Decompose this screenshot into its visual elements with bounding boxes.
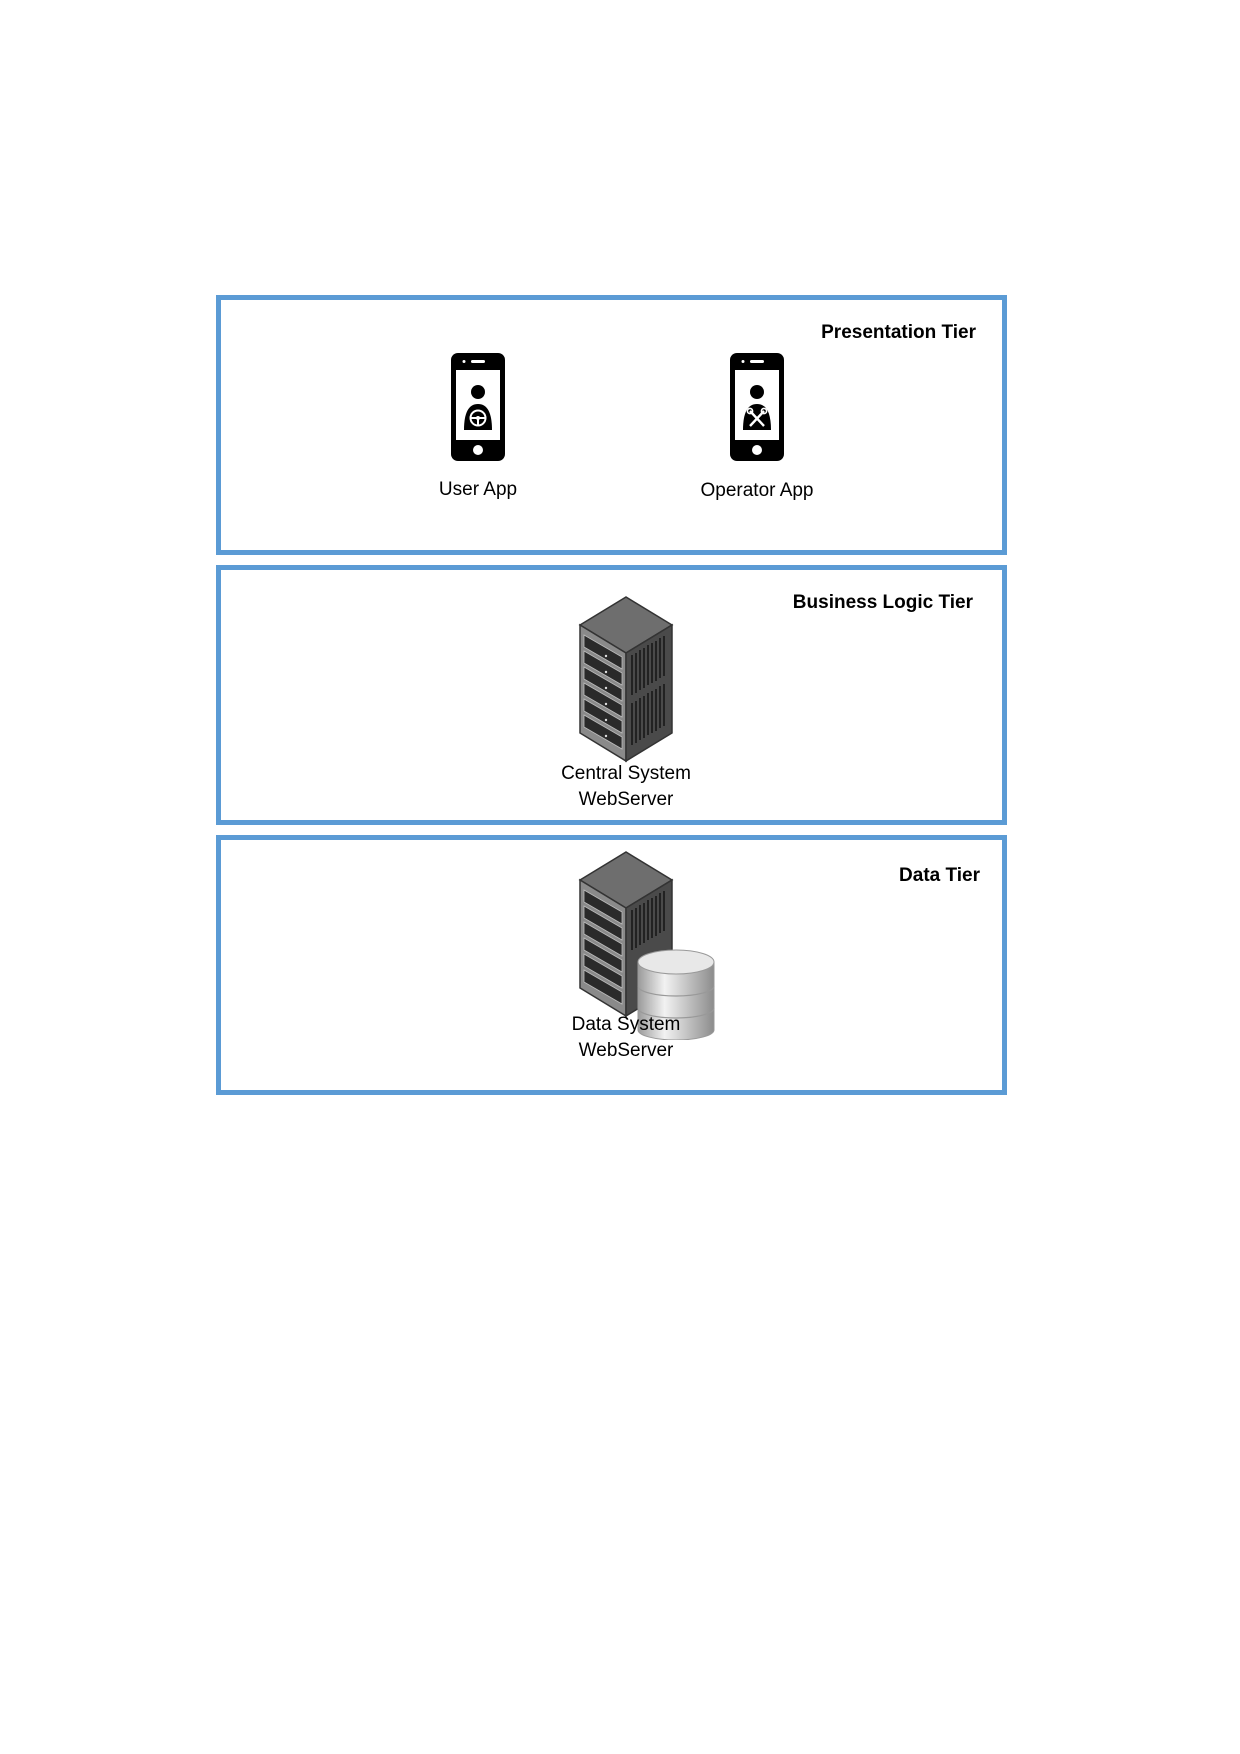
data-tier: Data Tier — [216, 835, 1007, 1095]
smartphone-user-icon — [451, 353, 505, 461]
data-system-label-line2: WebServer — [578, 1040, 674, 1061]
server-rack-icon — [578, 596, 674, 763]
data-system-label-line1: Data System — [571, 1014, 681, 1035]
operator-app-node: Operator App — [672, 352, 842, 504]
business-logic-tier-title: Business Logic Tier — [792, 592, 973, 613]
user-app-node: User App — [403, 352, 553, 503]
database-cylinder-icon — [637, 949, 715, 1040]
central-system-label: Central System WebServer — [536, 761, 716, 813]
operator-app-label: Operator App — [700, 480, 814, 501]
database-server-icon — [578, 851, 715, 1040]
presentation-tier-title: Presentation Tier — [821, 322, 976, 343]
central-system-node: Central System WebServer — [536, 595, 716, 813]
central-system-label-line1: Central System — [561, 763, 691, 784]
user-app-label: User App — [438, 479, 518, 500]
central-system-label-line2: WebServer — [578, 789, 674, 810]
presentation-tier: Presentation Tier User App — [216, 295, 1007, 555]
smartphone-operator-icon — [730, 353, 784, 461]
data-system-label: Data System WebServer — [536, 1012, 716, 1064]
data-system-node: Data System WebServer — [536, 850, 716, 1064]
data-tier-title: Data Tier — [899, 865, 980, 886]
business-logic-tier: Business Logic Tier — [216, 565, 1007, 825]
